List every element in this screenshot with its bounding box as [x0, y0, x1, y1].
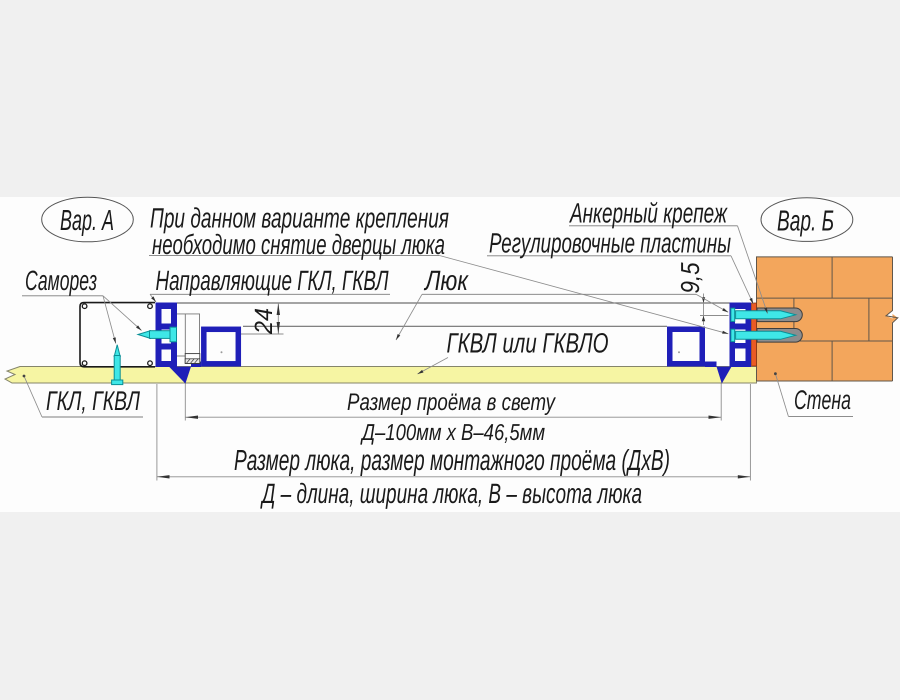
svg-text:Размер люка, размер монтажного: Размер люка, размер монтажного проёма (Д…: [234, 445, 670, 477]
svg-text:Вар. А: Вар. А: [60, 205, 114, 237]
svg-text:Д–100мм х В–46,5мм: Д–100мм х В–46,5мм: [360, 419, 546, 445]
svg-text:Направляющие ГКЛ, ГКВЛ: Направляющие ГКЛ, ГКВЛ: [156, 265, 390, 296]
svg-text:24: 24: [250, 308, 278, 335]
svg-text:Размер проёма в свету: Размер проёма в свету: [347, 389, 557, 416]
svg-text:Саморез: Саморез: [25, 265, 97, 296]
svg-text:При данном варианте крепления: При данном варианте крепления: [150, 203, 449, 234]
svg-text:9,5: 9,5: [675, 262, 705, 293]
svg-text:Люк: Люк: [423, 265, 469, 296]
svg-text:Анкерный крепеж: Анкерный крепеж: [569, 197, 729, 228]
svg-text:Вар. Б: Вар. Б: [777, 206, 834, 238]
svg-text:ГКЛ, ГКВЛ: ГКЛ, ГКВЛ: [46, 386, 140, 416]
svg-text:Д – длина, ширина люка, В – вы: Д – длина, ширина люка, В – высота люка: [260, 478, 642, 509]
svg-text:необходимо снятие дверцы люка: необходимо снятие дверцы люка: [152, 229, 445, 260]
svg-text:ГКВЛ или ГКВЛО: ГКВЛ или ГКВЛО: [447, 328, 609, 359]
svg-text:Регулировочные пластины: Регулировочные пластины: [489, 227, 731, 258]
svg-text:Стена: Стена: [794, 385, 851, 415]
